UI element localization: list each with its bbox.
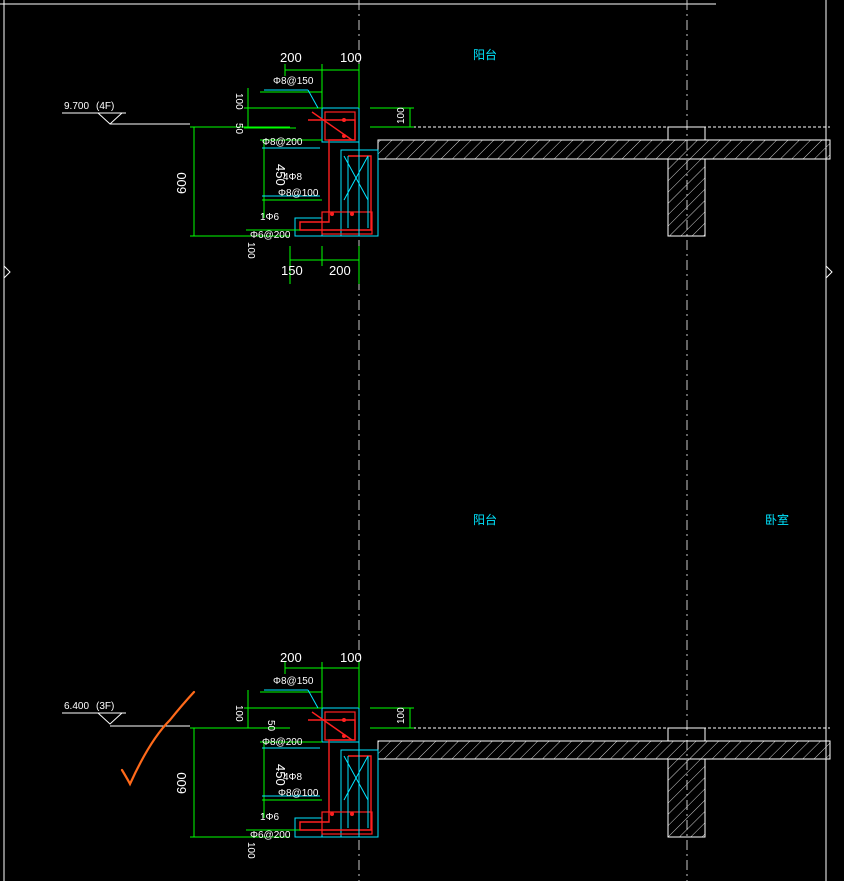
rebar-label-6: Φ6@200: [250, 830, 291, 841]
room-label-balcony-bottom: 阳台: [473, 512, 497, 527]
rebar-label-4: Φ8@100: [278, 788, 319, 799]
level-triangle-icon: [96, 712, 124, 725]
detail-bottom: 6.400 (3F): [62, 650, 831, 859]
rebar-label-2: Φ8@200: [262, 137, 303, 148]
slab: [377, 740, 831, 760]
level-floor: (4F): [96, 101, 114, 112]
check-mark-annotation: [120, 690, 196, 787]
beam: [667, 158, 706, 237]
rebar-red: [299, 719, 372, 831]
dim-200: 200: [280, 50, 302, 65]
beam: [667, 758, 706, 838]
dim-150: 150: [281, 263, 303, 278]
dim-100-bottom: 100: [245, 242, 256, 259]
rebar-label-5: 1Φ6: [260, 812, 280, 823]
rebar-label-1: Φ8@150: [273, 76, 314, 87]
level-triangle-icon: [96, 112, 124, 125]
dim-450: 450: [273, 764, 288, 786]
dim-100-right: 100: [396, 107, 407, 124]
slab: [377, 139, 831, 160]
parapet-outline: [294, 107, 379, 237]
rebar-red: [299, 119, 372, 231]
dim-200: 200: [280, 650, 302, 665]
room-label-bedroom: 卧室: [765, 512, 789, 527]
rebar-label-3: 4Φ8: [283, 172, 303, 183]
dim-100-left: 100: [233, 93, 244, 110]
level-value: 9.700: [64, 101, 89, 112]
room-label-balcony-top: 阳台: [473, 47, 497, 62]
dim-100-left: 100: [233, 705, 244, 722]
rebar-label-4: Φ8@100: [278, 188, 319, 199]
dim-200-bottom: 200: [329, 263, 351, 278]
dim-600: 600: [174, 772, 189, 794]
level-floor: (3F): [96, 701, 114, 712]
dim-600: 600: [174, 172, 189, 194]
dim-50: 50: [233, 123, 244, 135]
parapet-outline: [294, 707, 379, 838]
dim-100-top: 100: [340, 650, 362, 665]
dim-50: 50: [265, 720, 276, 732]
level-value: 6.400: [64, 701, 89, 712]
dim-100-top: 100: [340, 50, 362, 65]
dim-100-right: 100: [396, 707, 407, 724]
rebar-label-2: Φ8@200: [262, 737, 303, 748]
dim-450: 450: [273, 164, 288, 186]
detail-top: 9.700 (4F): [62, 50, 831, 284]
rebar-label-3: 4Φ8: [283, 772, 303, 783]
rebar-label-5: 1Φ6: [260, 212, 280, 223]
dim-100-bottom: 100: [245, 842, 256, 859]
rebar-label-6: Φ6@200: [250, 230, 291, 241]
rebar-label-1: Φ8@150: [273, 676, 314, 687]
